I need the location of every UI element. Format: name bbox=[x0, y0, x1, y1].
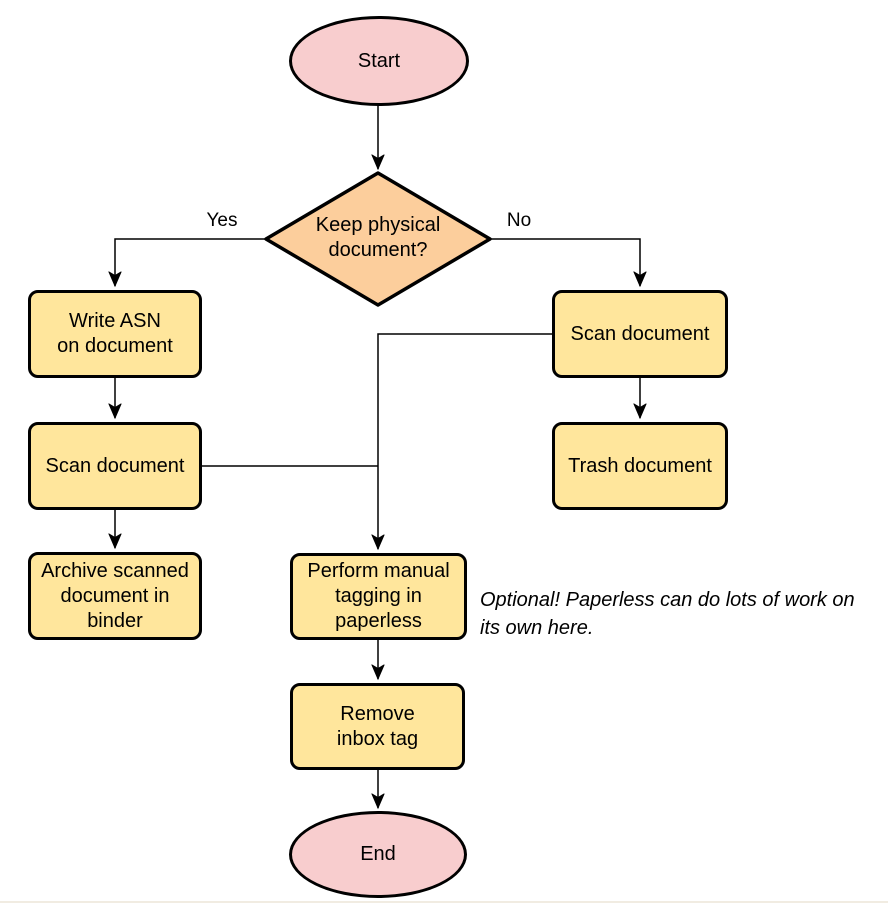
process-scan-document-left: Scan document bbox=[28, 422, 202, 510]
decision-keep-physical-document: Keep physical document? bbox=[278, 213, 478, 263]
process-write-asn-on-document: Write ASN on document bbox=[28, 290, 202, 378]
node-label-write-asn: Write ASN on document bbox=[57, 310, 173, 357]
process-trash-document: Trash document bbox=[552, 422, 728, 510]
node-label-decision: Keep physical document? bbox=[315, 214, 441, 261]
optional-note: Optional! Paperless can do lots of work … bbox=[480, 589, 855, 639]
node-label-tagging: Perform manual tagging in paperless bbox=[307, 560, 450, 632]
node-label-scan-left: Scan document bbox=[45, 454, 185, 477]
decision-diamond-shape bbox=[264, 171, 492, 307]
edge-scan-right-to-tagging bbox=[378, 333, 552, 549]
process-archive-scanned-document: Archive scanned document in binder bbox=[28, 552, 202, 640]
process-remove-inbox-tag: Remove inbox tag bbox=[290, 683, 465, 770]
terminator-end: End bbox=[289, 811, 467, 898]
page-edge-divider bbox=[0, 901, 888, 903]
terminator-start: Start bbox=[289, 16, 469, 106]
edge-decision-yes-to-write-asn bbox=[115, 238, 266, 286]
edge-label-yes: Yes bbox=[206, 210, 238, 231]
edge-label-no: No bbox=[506, 210, 532, 231]
node-label-remove-inbox: Remove inbox tag bbox=[336, 702, 419, 750]
node-label-end: End bbox=[360, 843, 396, 865]
node-label-trash: Trash document bbox=[568, 454, 712, 477]
node-label-scan-right: Scan document bbox=[570, 322, 710, 345]
process-scan-document-right: Scan document bbox=[552, 290, 728, 378]
process-manual-tagging: Perform manual tagging in paperless bbox=[290, 553, 467, 640]
node-label-start: Start bbox=[357, 49, 401, 72]
edge-decision-no-to-scan bbox=[490, 238, 640, 286]
node-label-archive: Archive scanned document in binder bbox=[41, 559, 189, 632]
